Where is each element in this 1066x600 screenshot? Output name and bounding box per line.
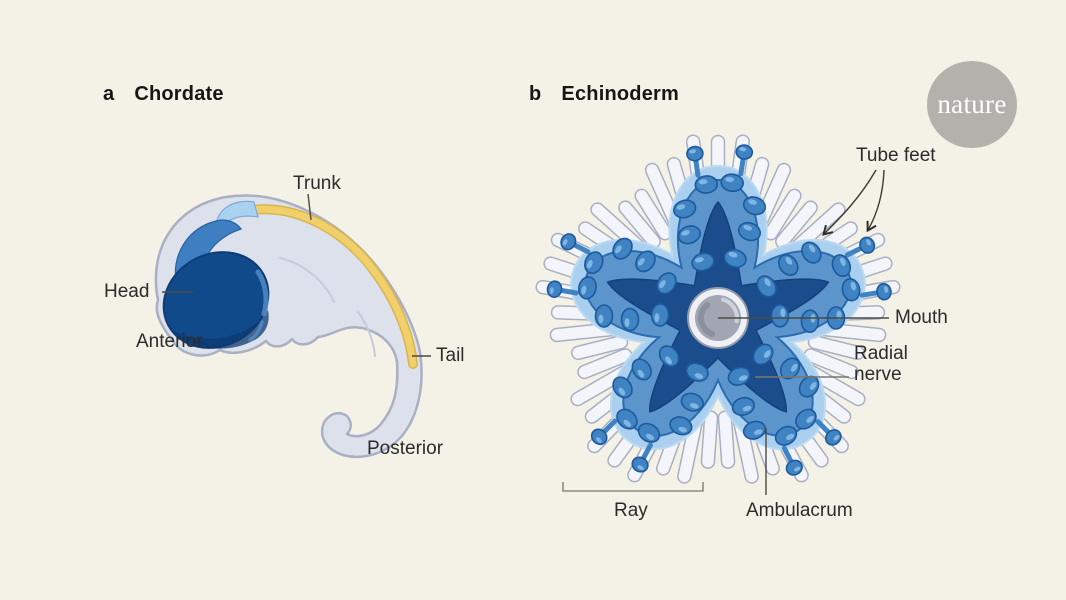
panel-b-title: Echinoderm [561, 83, 679, 105]
label-trunk: Trunk [293, 173, 341, 194]
mouth-highlight [720, 297, 739, 324]
label-mouth: Mouth [895, 307, 948, 328]
label-ray: Ray [614, 500, 648, 521]
panel-b-letter: b [529, 83, 542, 105]
notochord [248, 205, 417, 368]
label-tube-feet: Tube feet [856, 145, 936, 166]
head-highlight [255, 269, 269, 317]
embryo-shading [279, 257, 335, 303]
mouth-shading [698, 302, 716, 337]
chordate-illustration [154, 194, 423, 459]
label-tail: Tail [436, 345, 465, 366]
panel-a-letter: a [103, 83, 115, 105]
tube-feet-blobs [546, 144, 892, 476]
label-head: Head [104, 281, 150, 302]
panel-b-heading: b Echinoderm [529, 83, 679, 106]
embryo-shading [357, 311, 376, 357]
nature-logo-text: nature [937, 89, 1007, 119]
panel-a-title: Chordate [134, 83, 224, 105]
label-radial-nerve: Radial nerve [854, 343, 908, 385]
label-posterior: Posterior [367, 438, 444, 459]
head-highlight [248, 320, 264, 342]
head-dark-shading [172, 310, 269, 349]
nature-logo: nature [927, 61, 1017, 148]
label-ambulacrum: Ambulacrum [746, 500, 853, 521]
label-anterior: Anterior [136, 331, 203, 352]
panel-a-heading: a Chordate [103, 83, 224, 106]
echinoderm-illustration [535, 134, 901, 484]
